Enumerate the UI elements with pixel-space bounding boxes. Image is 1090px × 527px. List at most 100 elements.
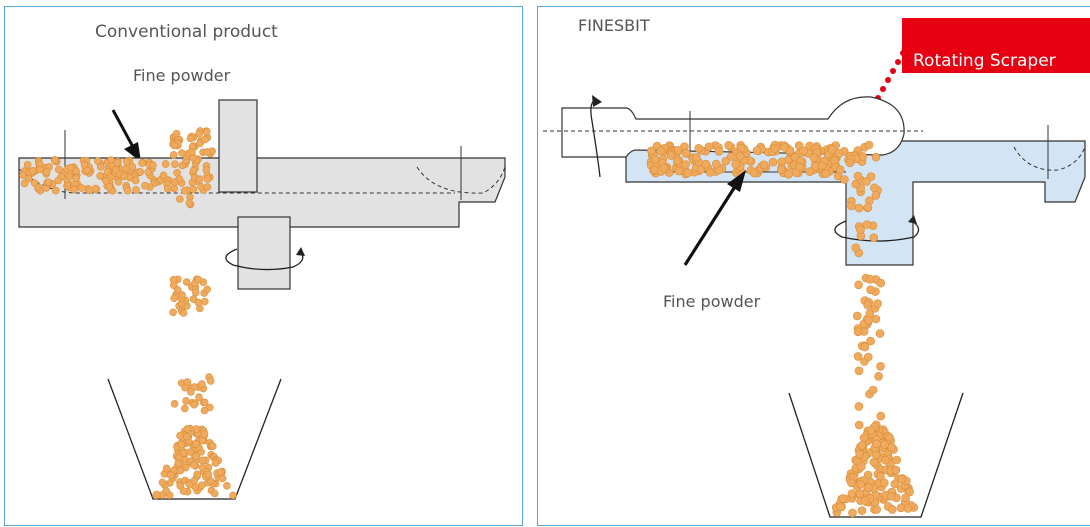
powder-particle <box>180 187 189 195</box>
powder-particle <box>182 278 191 286</box>
powder-particle <box>128 162 137 171</box>
powder-particle <box>847 201 856 211</box>
powder-particle <box>714 147 724 156</box>
powder-particle <box>859 433 869 443</box>
powder-particle <box>863 300 873 310</box>
powder-particle <box>868 385 878 395</box>
powder-particle <box>185 199 194 207</box>
powder-particle <box>189 166 198 175</box>
powder-particle <box>853 327 863 337</box>
powder-particle <box>83 166 91 175</box>
powder-particle <box>179 487 188 495</box>
powder-particle <box>54 165 63 174</box>
powder-particle <box>203 148 212 156</box>
powder-particle <box>862 177 871 186</box>
powder-particle <box>20 179 29 188</box>
powder-particle <box>674 166 684 176</box>
powder-particle <box>872 505 882 514</box>
powder-particle <box>875 329 885 338</box>
powder-particle <box>193 470 202 479</box>
powder-particle <box>183 425 192 433</box>
powder-particle <box>176 466 185 475</box>
powder-particle <box>163 184 172 193</box>
powder-particle <box>840 175 849 184</box>
powder-particle <box>192 452 201 461</box>
powder-particle <box>855 449 864 459</box>
powder-particle <box>817 161 827 171</box>
powder-particle <box>735 151 745 161</box>
powder-particle <box>829 156 839 165</box>
powder-particle <box>856 225 865 234</box>
powder-particle <box>712 159 721 169</box>
powder-particle <box>863 352 873 362</box>
powder-particle <box>175 175 184 183</box>
powder-particle <box>183 378 192 386</box>
powder-particle <box>701 159 711 169</box>
powder-particle <box>784 170 793 179</box>
powder-particle <box>65 172 74 180</box>
powder-particle <box>42 168 51 176</box>
powder-particle <box>111 165 120 174</box>
powder-particle <box>186 134 195 143</box>
powder-particle <box>194 298 203 307</box>
powder-particle <box>903 504 913 513</box>
powder-particle <box>683 168 693 178</box>
powder-particle <box>768 157 778 167</box>
powder-particle <box>845 158 855 168</box>
powder-particle <box>192 288 200 297</box>
rotation-arrow-icon <box>834 215 920 242</box>
conventional-hub <box>237 216 291 290</box>
conventional-fine-powder-label: Fine powder <box>133 66 231 85</box>
conventional-powder-in-hopper <box>152 424 237 500</box>
powder-particle <box>855 489 865 499</box>
finesbit-falling-powder <box>844 152 886 430</box>
powder-particle <box>170 399 179 408</box>
powder-particle <box>724 141 733 150</box>
powder-particle <box>178 149 186 157</box>
powder-particle <box>887 491 896 501</box>
powder-particle <box>871 450 881 460</box>
powder-particle <box>176 481 184 490</box>
powder-particle <box>864 140 874 150</box>
powder-particle <box>177 440 186 449</box>
powder-particle <box>195 129 203 138</box>
powder-particle <box>138 159 146 167</box>
powder-particle <box>202 128 211 136</box>
powder-particle <box>681 160 690 169</box>
powder-particle <box>864 483 873 493</box>
powder-particle <box>673 146 683 155</box>
powder-particle <box>169 151 178 159</box>
finesbit-fine-powder-label: Fine powder <box>663 292 761 311</box>
powder-particle <box>736 143 746 153</box>
rotation-arrow-icon <box>225 247 305 271</box>
powder-particle <box>672 156 682 165</box>
powder-particle <box>203 175 212 183</box>
powder-particle <box>853 171 863 181</box>
powder-particle <box>216 468 225 476</box>
powder-particle <box>173 286 182 294</box>
powder-particle <box>190 461 198 469</box>
conventional-title: Conventional product <box>95 22 278 42</box>
powder-particle <box>836 502 845 512</box>
powder-particle <box>44 178 53 186</box>
powder-particle <box>51 186 60 195</box>
conventional-blocking-plate <box>218 99 258 193</box>
powder-particle <box>167 471 175 480</box>
powder-particle <box>218 474 227 483</box>
powder-particle <box>120 172 128 181</box>
powder-particle <box>876 471 885 481</box>
powder-particle <box>198 456 206 465</box>
powder-particle <box>30 179 39 187</box>
conventional-powder-on-disc <box>19 127 216 209</box>
powder-particle <box>656 146 666 156</box>
powder-particle <box>186 448 194 456</box>
powder-particle <box>198 481 206 490</box>
powder-particle <box>857 441 867 450</box>
powder-particle <box>185 480 194 489</box>
powder-particle <box>169 308 177 317</box>
powder-particle <box>70 185 78 194</box>
powder-particle <box>876 361 885 371</box>
powder-particle <box>94 157 102 165</box>
finesbit-hopper <box>788 392 964 518</box>
powder-particle <box>170 141 179 150</box>
